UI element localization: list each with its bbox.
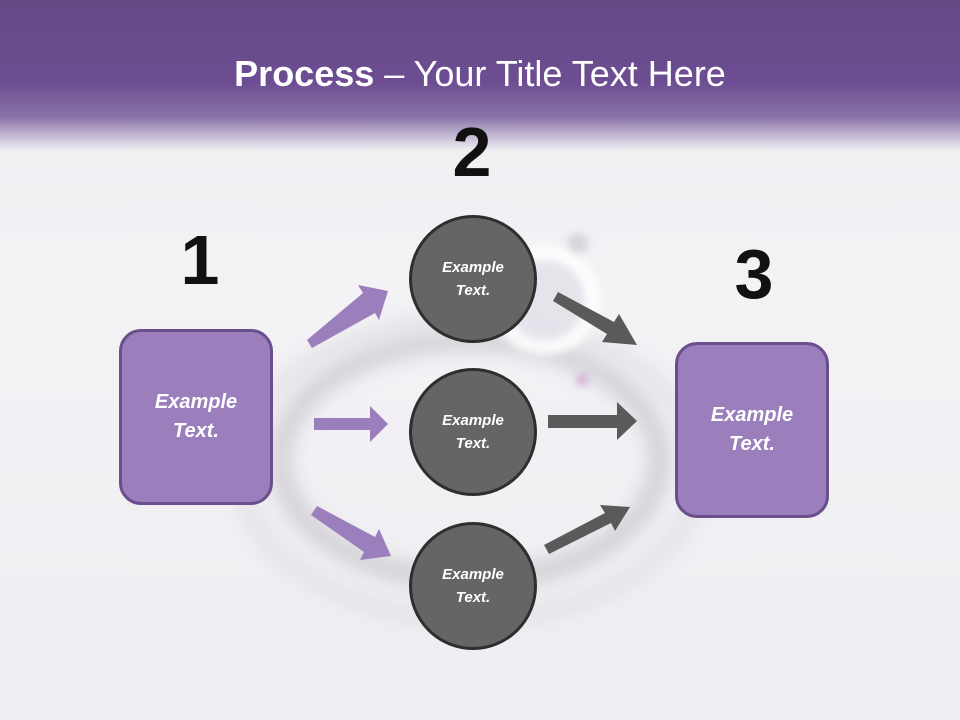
page-title: Process – Your Title Text Here (0, 52, 960, 96)
circle-middle: Example Text. (409, 368, 537, 496)
circle-top-text: Example Text. (442, 259, 504, 299)
step-number-2: 2 (452, 113, 492, 191)
title-banner (0, 0, 960, 150)
step-1-text: Example Text. (154, 391, 238, 442)
circle-top: Example Text. (409, 215, 537, 343)
title-bold: Process (234, 53, 375, 94)
title-rest: – Your Title Text Here (374, 53, 726, 94)
arrow-1-to-bottom (311, 506, 391, 560)
arrow-1-to-middle (314, 406, 388, 442)
circle-middle-text: Example Text. (442, 412, 504, 452)
arrow-middle-to-3 (548, 402, 637, 440)
step-3-text: Example Text. (710, 404, 794, 455)
step-number-1: 1 (180, 221, 220, 299)
arrow-top-to-3 (553, 292, 637, 345)
step-3-box: Example Text. (675, 342, 829, 518)
arrow-bottom-to-3 (544, 505, 630, 554)
arrow-1-to-top (307, 285, 388, 348)
circle-bottom-text: Example Text. (442, 566, 504, 606)
step-1-box: Example Text. (119, 329, 273, 505)
circle-bottom: Example Text. (409, 522, 537, 650)
step-number-3: 3 (734, 235, 774, 313)
